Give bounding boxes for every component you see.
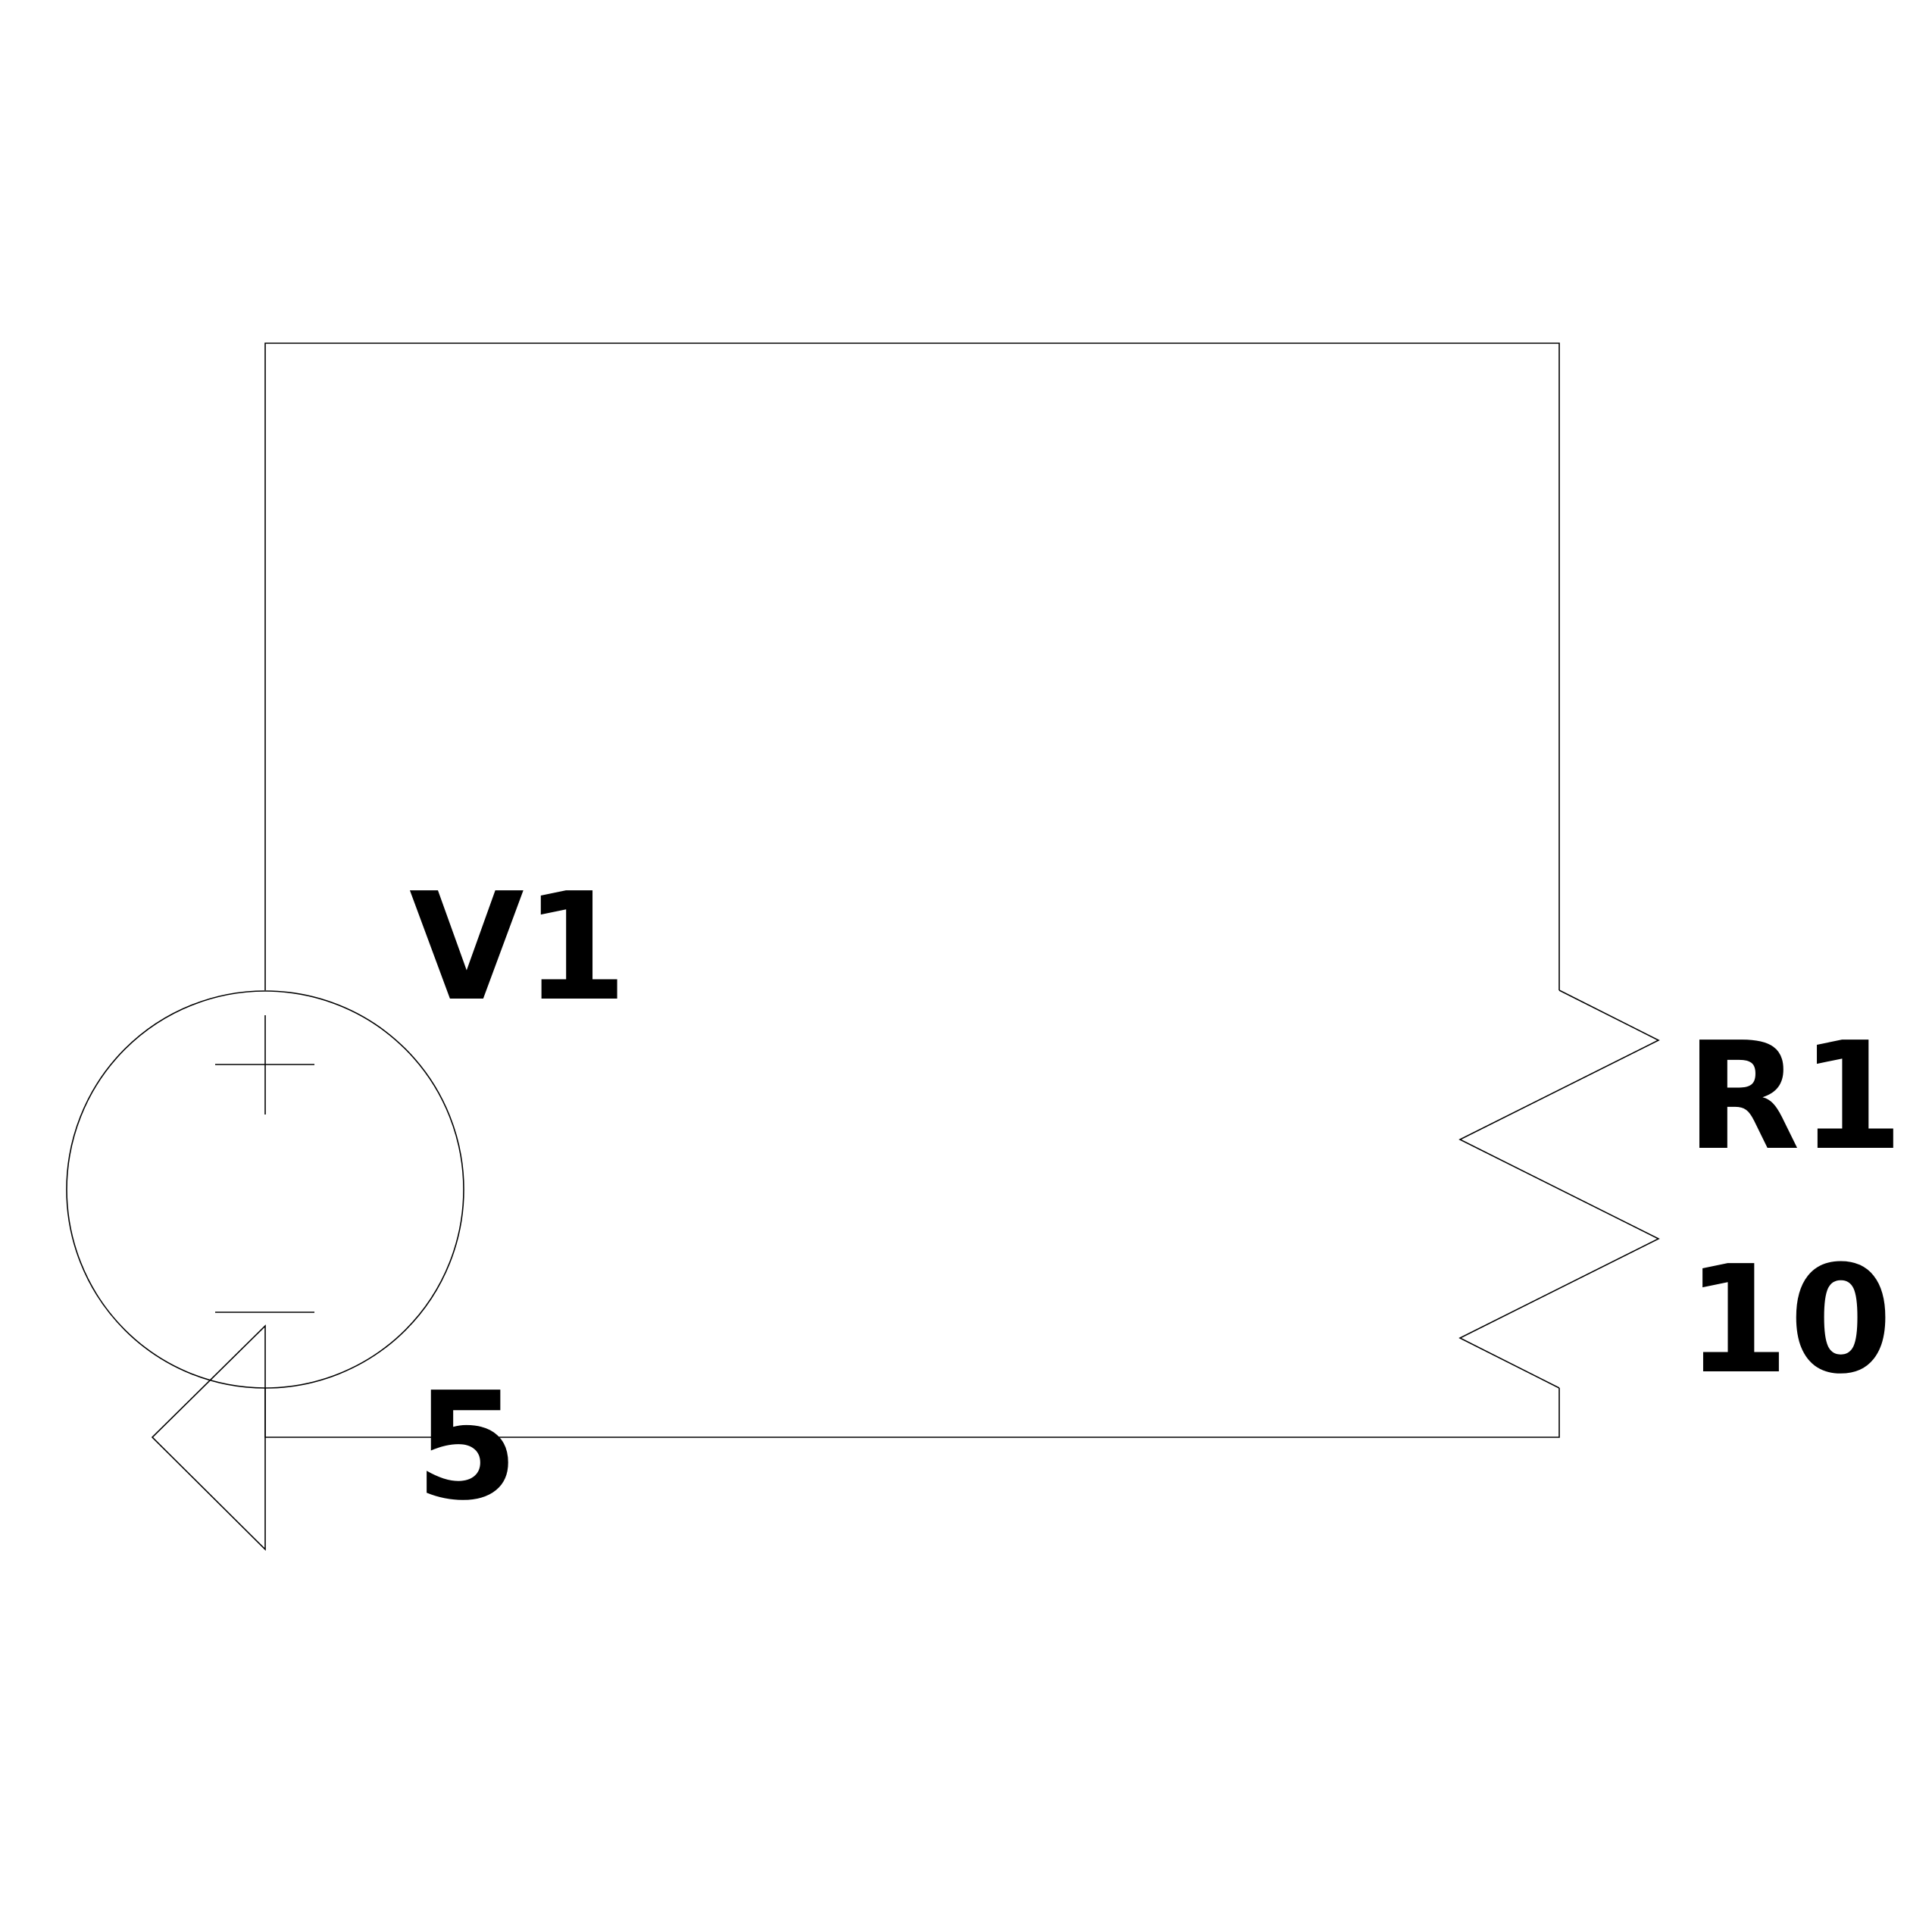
plus-sign-icon (215, 1015, 314, 1114)
resistor-value-label: 10 (1686, 1234, 1893, 1407)
resistor-r1[interactable] (1458, 989, 1660, 1389)
top-wire (264, 342, 1560, 990)
source-value-label: 5 (415, 1361, 518, 1533)
source-ref-label: V1 (409, 861, 627, 1034)
resistor-ref-label: R1 (1686, 1011, 1903, 1183)
ground-icon (151, 1324, 266, 1551)
